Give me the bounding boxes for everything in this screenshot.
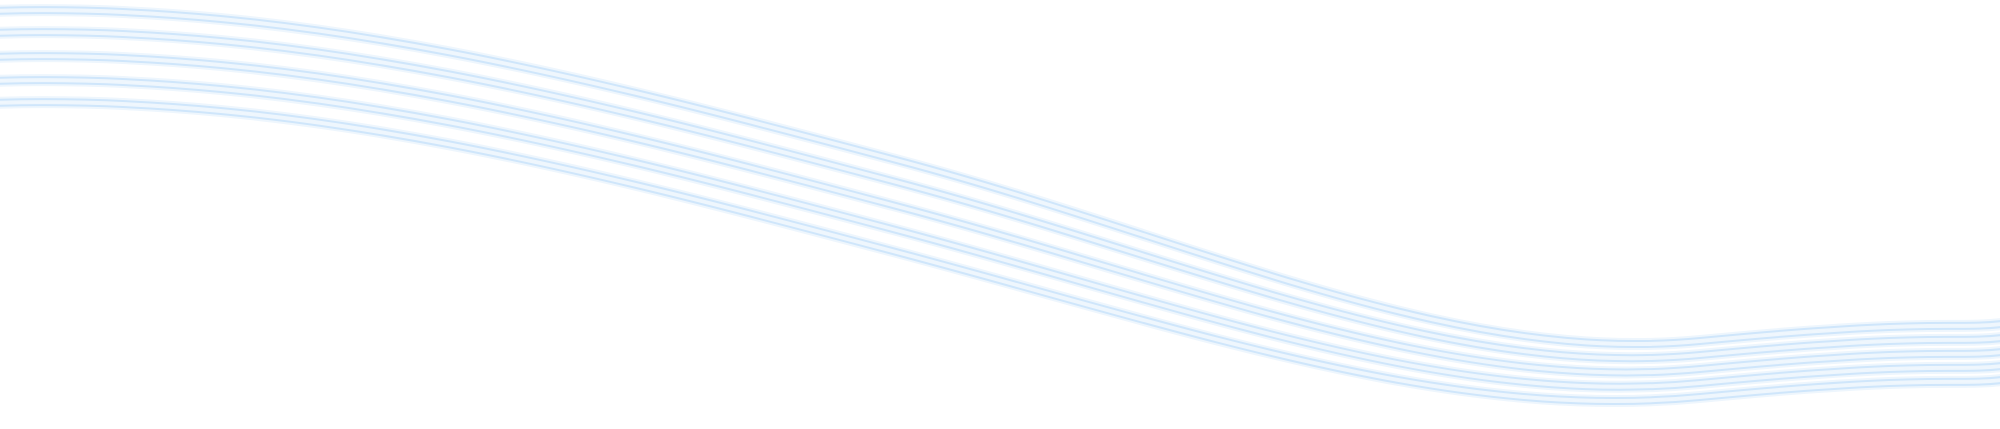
wave-line	[0, 104, 2000, 405]
wave-line	[0, 98, 2000, 399]
wave-lines-icon	[0, 4, 2000, 407]
wave-line-glow	[0, 10, 2000, 350]
wave-line	[0, 28, 2000, 357]
wave-line-glow	[0, 32, 2000, 365]
wave-line	[0, 76, 2000, 385]
wave-line-glow	[0, 4, 2000, 344]
wave-line	[0, 34, 2000, 363]
wave-line	[0, 82, 2000, 391]
wave-line	[0, 52, 2000, 371]
wave-line	[0, 6, 2000, 342]
wave-line	[0, 58, 2000, 377]
wave-line	[0, 12, 2000, 348]
